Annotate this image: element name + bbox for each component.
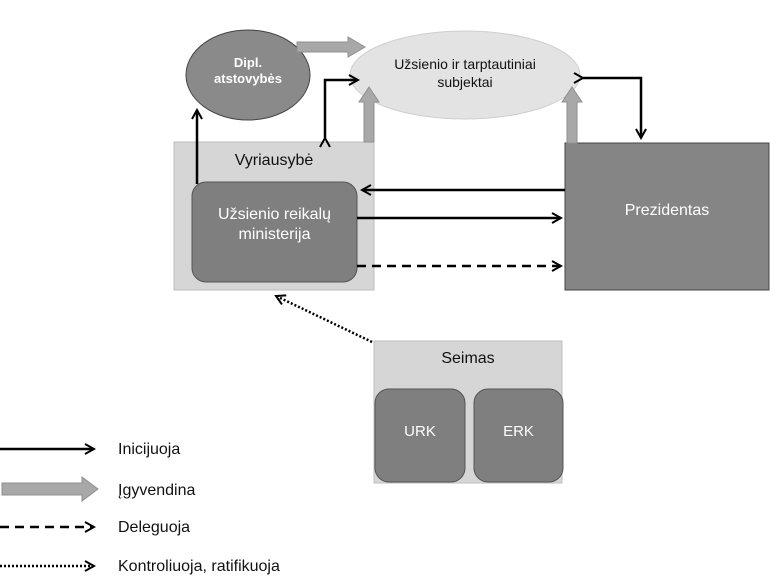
legend-label-implements: Įgyvendina <box>118 482 196 499</box>
legend-label-controls: Kontroliuoja, ratifikuoja <box>118 558 280 575</box>
urk-box <box>374 388 466 483</box>
control-arrow-seimas-to-government <box>276 296 373 344</box>
legend-thick-arrow <box>1 476 99 502</box>
dipl-ellipse <box>185 29 311 121</box>
legend-label-delegates: Deleguoja <box>118 519 191 536</box>
legend-label-initiates: Inicijuoja <box>118 441 181 458</box>
foreign-subjects-label-line2: subjektai <box>437 73 493 90</box>
dipl-label: Dipl. atstovybės <box>196 55 300 88</box>
ministry-label: Užsienio reikalų ministerija <box>192 205 357 245</box>
dipl-label-line2: atstovybės <box>214 71 282 87</box>
government-label: Vyriausybė <box>234 152 314 169</box>
erk-box <box>473 388 564 483</box>
seimas-label: Seimas <box>441 350 495 367</box>
foreign-subjects-label-line1: Užsienio ir tarptautiniai <box>394 56 536 72</box>
erk-label: ERK <box>503 423 534 440</box>
foreign-subjects-label: Užsienio ir tarptautiniai subjektai <box>365 56 565 91</box>
president-label: Prezidentas <box>624 202 710 219</box>
ministry-box <box>191 181 358 283</box>
implement-arrow-government-up <box>358 86 380 143</box>
ministry-label-line1: Užsienio reikalų <box>218 206 331 223</box>
dipl-label-line1: Dipl. <box>233 55 263 70</box>
implement-arrow-dipl-to-subjects <box>296 36 366 58</box>
initiate-arrow-government-subjects <box>325 80 358 138</box>
urk-label: URK <box>404 423 436 440</box>
ministry-label-line2: ministerija <box>238 226 311 243</box>
president-box <box>564 142 770 291</box>
initiate-arrow-subjects-president <box>583 78 641 138</box>
